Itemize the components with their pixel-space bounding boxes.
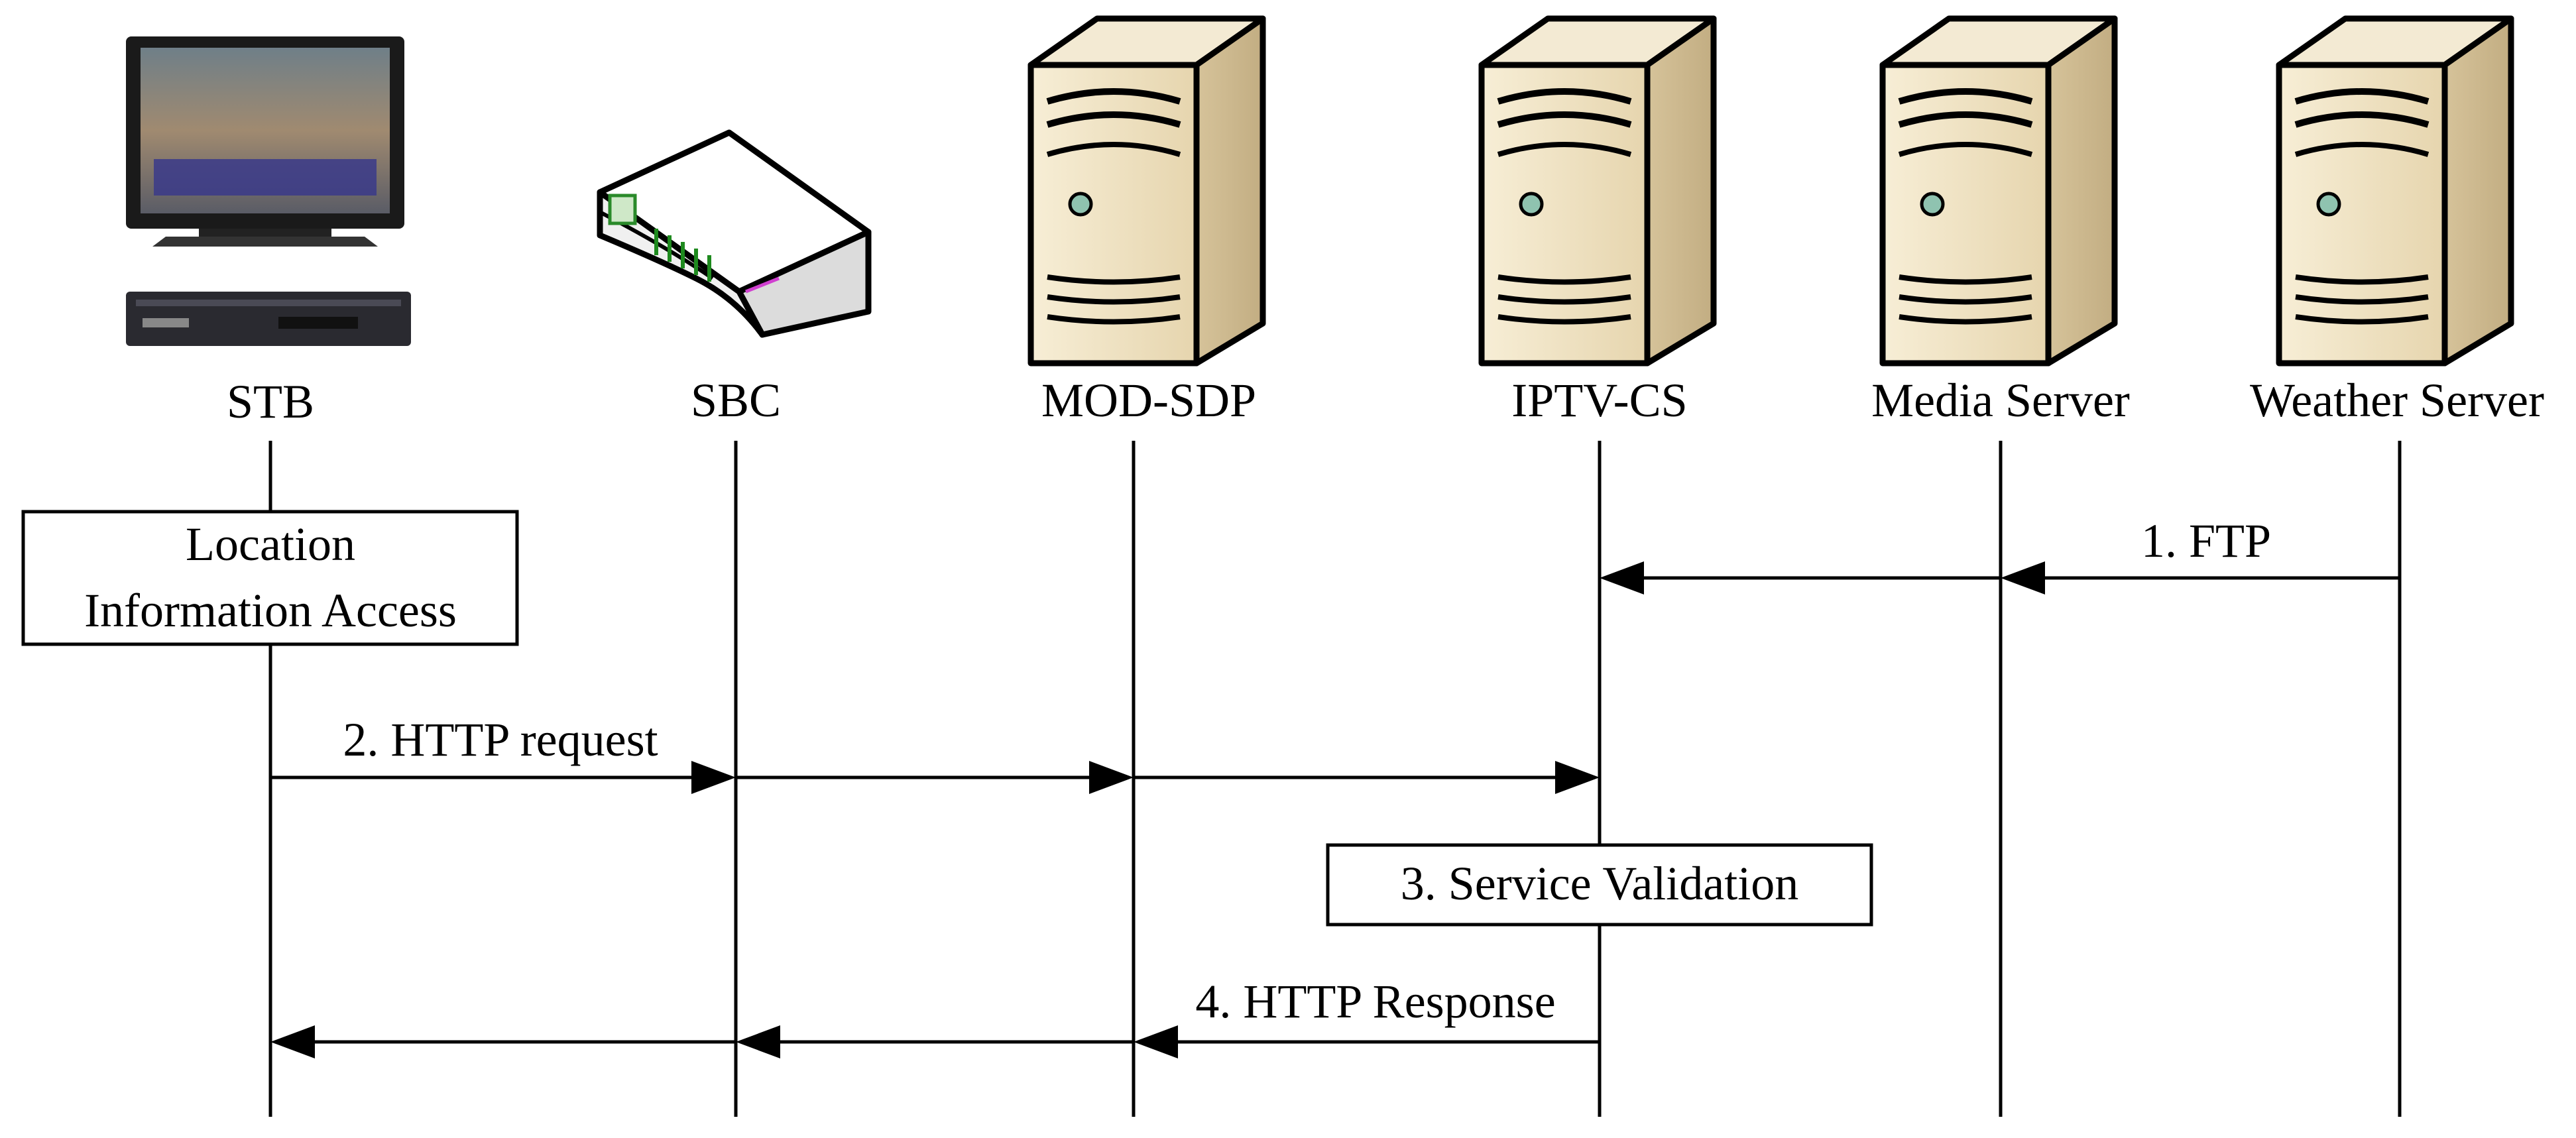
server-icon xyxy=(1031,19,1263,363)
message-http-response: 4. HTTP Response xyxy=(270,975,1600,1058)
service-validation-label: 3. Service Validation xyxy=(1401,857,1799,910)
message-ftp: 1. FTP xyxy=(1600,514,2400,595)
message-http-request: 2. HTTP request xyxy=(270,713,1600,794)
message-http-response-label: 4. HTTP Response xyxy=(1195,975,1555,1028)
entity-label-stb: STB xyxy=(227,375,314,428)
service-validation-box: 3. Service Validation xyxy=(1326,843,1873,927)
router-icon xyxy=(597,129,872,338)
entity-label-weather-server: Weather Server xyxy=(2250,374,2544,427)
message-ftp-label: 1. FTP xyxy=(2141,514,2271,567)
message-http-request-label: 2. HTTP request xyxy=(343,713,658,766)
arrowhead xyxy=(736,1025,780,1058)
location-box-line2: Information Access xyxy=(84,584,457,637)
arrowhead xyxy=(1089,761,1134,794)
entity-label-sbc: SBC xyxy=(691,374,781,427)
entity-label-media-server: Media Server xyxy=(1871,374,2130,427)
arrowhead xyxy=(1555,761,1600,794)
location-info-access-box: Location Information Access xyxy=(21,510,519,646)
arrowhead xyxy=(691,761,736,794)
location-box-line1: Location xyxy=(186,518,355,571)
server-icon xyxy=(1883,19,2115,363)
arrowhead xyxy=(1134,1025,1178,1058)
stb-tv-icon xyxy=(126,36,411,346)
entity-label-iptv-cs: IPTV-CS xyxy=(1511,374,1687,427)
server-icon xyxy=(1482,19,1714,363)
arrowhead xyxy=(1600,561,1644,595)
entity-label-mod-sdp: MOD-SDP xyxy=(1041,374,1256,427)
arrowhead xyxy=(270,1025,315,1058)
server-icon xyxy=(2279,19,2511,363)
arrowhead xyxy=(2001,561,2045,595)
